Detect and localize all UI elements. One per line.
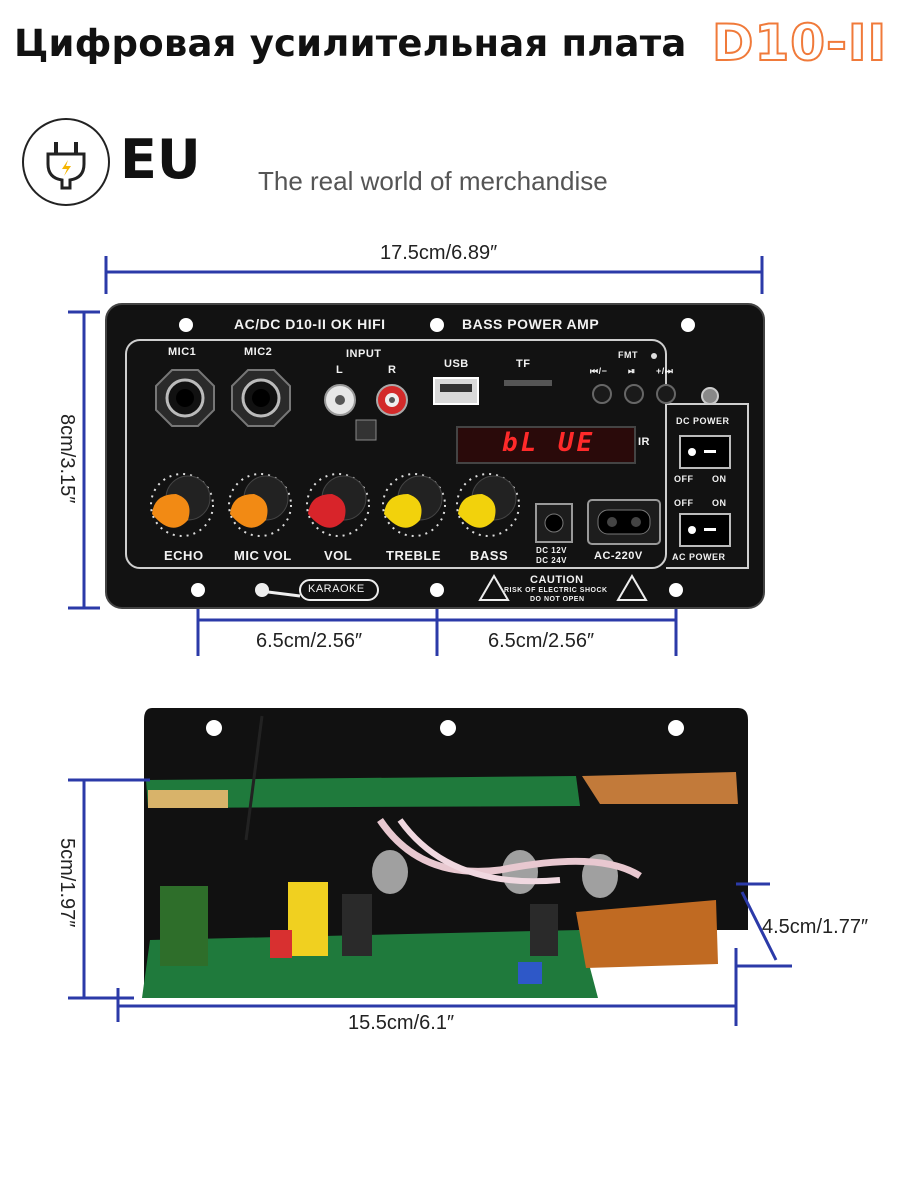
microphone-icon (255, 583, 301, 598)
plug-region-label: EU (120, 128, 201, 191)
label-mic2: MIC2 (244, 346, 273, 358)
label-knob-bass: BASS (470, 548, 509, 563)
label-ac-on: ON (712, 498, 727, 508)
dimension-line-top-height (68, 310, 100, 610)
dimension-hole-left: 6.5cm/2.56″ (256, 630, 363, 652)
dimension-top-height: 8cm/3.15″ (56, 414, 78, 504)
label-input: INPUT (346, 348, 382, 360)
dimension-top-width: 17.5cm/6.89″ (380, 242, 498, 264)
dimension-bottom-width: 15.5cm/6.1″ (348, 1012, 455, 1034)
warning-triangle-icon (478, 574, 648, 601)
label-ir: IR (638, 436, 650, 448)
label-ac-spec: AC-220V (594, 550, 643, 562)
knob-vol (306, 473, 370, 537)
panel-header-right: BASS POWER AMP (462, 316, 600, 332)
label-input-l: L (336, 364, 344, 376)
label-knob-echo: ECHO (164, 548, 204, 563)
label-tf: TF (516, 358, 531, 370)
label-caution: CAUTION (530, 574, 584, 586)
label-usb: USB (444, 358, 469, 370)
power-plug-icon (22, 118, 110, 206)
label-knob-vol: VOL (324, 548, 353, 563)
back-view-board (142, 708, 748, 998)
knob-treble (382, 473, 446, 537)
label-knob-treble: TREBLE (386, 548, 441, 563)
label-dc-power: DC POWER (676, 416, 730, 426)
panel-header-left: AC/DC D10-II OK HIFI (234, 316, 386, 332)
dimension-line-bottom (68, 778, 792, 1026)
led-display (456, 426, 636, 464)
dimension-bottom-depth: 4.5cm/1.77″ (762, 916, 869, 938)
knob-mic-vol (228, 473, 292, 537)
tagline: The real world of merchandise (258, 166, 608, 196)
label-dc-spec-1: DC 12V (536, 546, 568, 555)
knob-bass (456, 473, 520, 537)
label-fmt: FMT (618, 350, 638, 360)
model-badge: D10-II (711, 13, 888, 73)
label-caution-line1: RISK OF ELECTRIC SHOCK (504, 587, 608, 594)
dimension-bottom-height: 5cm/1.97″ (56, 838, 78, 928)
label-dc-spec-2: DC 24V (536, 556, 568, 565)
label-input-r: R (388, 364, 397, 376)
label-dc-off: OFF (674, 474, 694, 484)
front-panel (105, 303, 765, 609)
dimension-hole-right: 6.5cm/2.56″ (488, 630, 595, 652)
label-karaoke: KARAOKE (308, 583, 365, 595)
label-mic1: MIC1 (168, 346, 197, 358)
label-knob-mic-vol: MIC VOL (234, 548, 292, 563)
label-btn-prev: ⏮/− (590, 366, 608, 376)
mic2-jack (231, 369, 291, 427)
label-btn-play: ⏯ (628, 366, 636, 376)
label-caution-line2: DO NOT OPEN (530, 596, 585, 603)
dimension-line-top-width (104, 256, 764, 294)
mic1-jack (155, 369, 215, 427)
label-dc-on: ON (712, 474, 727, 484)
led-display-text: bL UE (502, 428, 596, 458)
label-ac-power: AC POWER (672, 552, 726, 562)
label-ac-off: OFF (674, 498, 694, 508)
knob-echo (150, 473, 214, 537)
label-btn-next: +/⏭ (656, 366, 674, 376)
page-title: Цифровая усилительная плата (14, 22, 687, 65)
